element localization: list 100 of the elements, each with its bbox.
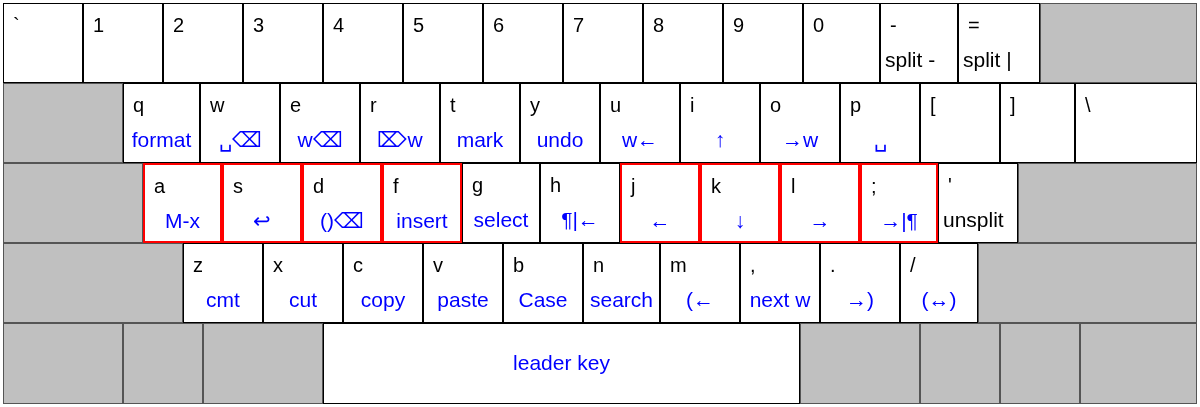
key-action-label: split | (963, 48, 1013, 72)
key-cap (83, 3, 163, 83)
key-action-label: →w (780, 128, 820, 152)
key-cap (263, 243, 343, 323)
blank-key (3, 323, 123, 404)
key-action-label: ← (648, 209, 672, 233)
key-character: r (370, 94, 377, 116)
key-action-label: ()⌫ (319, 209, 365, 233)
key-action-label: →) (845, 288, 875, 312)
key-cap (243, 3, 323, 83)
key-action-label: cmt (205, 288, 241, 312)
key-action-label: →|¶ (879, 209, 919, 233)
key-cap (643, 3, 723, 83)
key-cap (462, 163, 540, 243)
blank-key (1018, 163, 1197, 243)
key-cap (958, 3, 1040, 83)
key-action-label: w⌫ (296, 128, 344, 152)
key-character: 2 (173, 14, 185, 36)
key-character: 7 (573, 14, 585, 36)
key-cap (563, 3, 643, 83)
key-character: [ (930, 94, 936, 116)
key-character: i (690, 94, 695, 116)
key-character: 0 (813, 14, 825, 36)
key-cap (143, 163, 222, 243)
key-character: u (610, 94, 622, 116)
key-character: d (313, 175, 325, 197)
blank-key (3, 163, 143, 243)
key-action-label: ¶|← (560, 208, 600, 232)
key-action-label: Case (517, 288, 569, 312)
key-action-label: unsplit (943, 208, 1005, 232)
key-character: j (631, 175, 636, 197)
key-action-label: split - (885, 48, 937, 72)
key-character: b (513, 254, 525, 276)
blank-key (920, 323, 1000, 404)
key-cap (723, 3, 803, 83)
key-cap (163, 3, 243, 83)
key-cap (520, 83, 600, 163)
key-character: = (968, 14, 980, 36)
blank-key (123, 323, 203, 404)
key-action-label: search (589, 288, 654, 312)
key-cap (620, 163, 700, 243)
key-character: 8 (653, 14, 665, 36)
key-character: ` (13, 14, 20, 36)
key-cap (680, 83, 760, 163)
key-character: g (472, 174, 484, 196)
key-character: \ (1085, 94, 1091, 116)
key-cap (222, 163, 302, 243)
key-character: w (210, 94, 225, 116)
key-character: 6 (493, 14, 505, 36)
blank-key (978, 243, 1197, 323)
key-character: c (353, 254, 363, 276)
key-action-label: select (472, 208, 530, 232)
key-cap (280, 83, 360, 163)
key-cap (780, 163, 860, 243)
key-character: z (193, 254, 203, 276)
key-action-label: ␣ (872, 128, 888, 152)
key-cap (323, 3, 403, 83)
key-character: a (154, 175, 166, 197)
key-character: 5 (413, 14, 425, 36)
key-action-label: copy (359, 288, 407, 312)
key-cap (920, 83, 1000, 163)
key-action-label: ␣⌫ (217, 128, 263, 152)
key-cap (440, 83, 520, 163)
key-cap (382, 163, 462, 243)
key-action-label: ↩ (252, 209, 272, 233)
key-character: m (670, 254, 687, 276)
key-cap (1075, 83, 1197, 163)
key-character: e (290, 94, 302, 116)
blank-key (1040, 3, 1197, 83)
key-cap (820, 243, 900, 323)
key-character: v (433, 254, 443, 276)
key-action-label: format (130, 128, 193, 152)
key-character: , (750, 254, 756, 276)
key-character: y (530, 94, 540, 116)
key-cap (600, 83, 680, 163)
key-action-label: paste (436, 288, 490, 312)
key-cap (183, 243, 263, 323)
key-action-label: M-x (164, 209, 201, 233)
key-cap (1000, 83, 1075, 163)
key-action-label: cut (288, 288, 318, 312)
key-cap (583, 243, 660, 323)
key-character: t (450, 94, 456, 116)
key-character: x (273, 254, 283, 276)
key-cap (423, 243, 503, 323)
key-character: s (233, 175, 243, 197)
blank-key (203, 323, 323, 404)
key-character: / (910, 254, 916, 276)
key-cap (880, 3, 958, 83)
key-character: k (711, 175, 721, 197)
key-cap (700, 163, 780, 243)
key-character: 1 (93, 14, 105, 36)
blank-key (800, 323, 920, 404)
key-cap (803, 3, 880, 83)
key-action-label: ↑ (713, 128, 727, 152)
key-cap (323, 323, 800, 404)
key-character: 3 (253, 14, 265, 36)
key-action-label: → (808, 209, 832, 233)
key-action-label: undo (535, 128, 585, 152)
key-cap (302, 163, 382, 243)
key-action-label: (↔) (920, 288, 958, 312)
